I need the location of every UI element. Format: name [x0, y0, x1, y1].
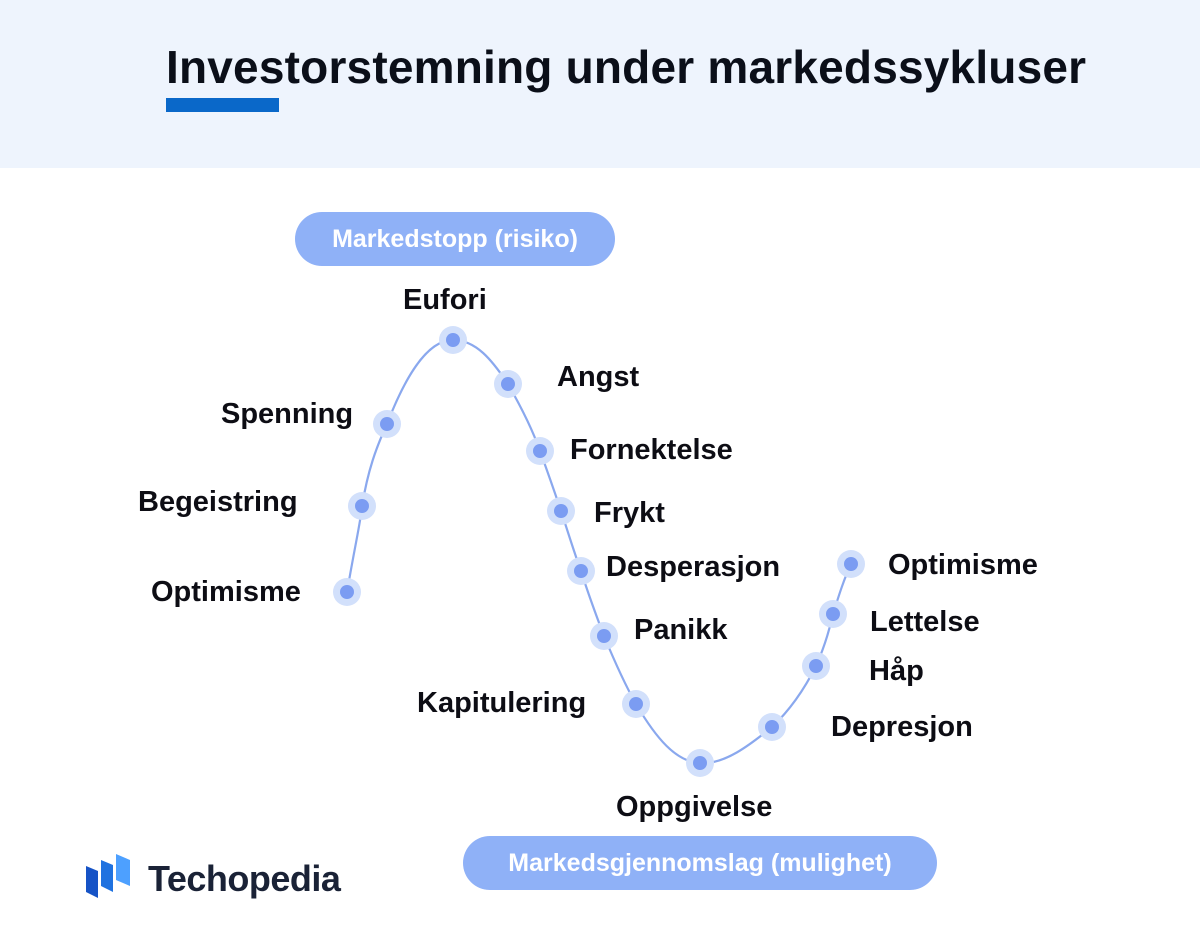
stage-marker-dot [446, 333, 460, 347]
stage-marker-dot [380, 417, 394, 431]
stage-marker-dot [501, 377, 515, 391]
stage-label-fornektelse: Fornektelse [570, 434, 733, 466]
stage-label-desperasjon: Desperasjon [606, 551, 781, 583]
stage-marker-dot [574, 564, 588, 578]
stage-label-eufori: Eufori [403, 284, 487, 316]
stage-label-frykt: Frykt [594, 497, 665, 529]
market-bottom-label: Markedsgjennomslag (mulighet) [463, 836, 937, 890]
stage-marker-dot [533, 444, 547, 458]
stage-label-spenning: Spenning [221, 398, 354, 430]
stage-label-kapitulering: Kapitulering [417, 687, 587, 719]
header-banner [0, 0, 1200, 168]
market-top-label: Markedstopp (risiko) [295, 212, 615, 266]
page-title: Investorstemning under markedssykluser [166, 41, 1087, 93]
stage-marker-dot [355, 499, 369, 513]
stage-marker-dot [597, 629, 611, 643]
stage-label-hap: Håp [869, 655, 924, 687]
stage-marker-dot [765, 720, 779, 734]
stage-label-optimisme-end: Optimisme [888, 549, 1038, 581]
stage-marker-dot [340, 585, 354, 599]
stage-marker-dot [809, 659, 823, 673]
stage-label-lettelse: Lettelse [870, 606, 980, 638]
stage-label-depresjon: Depresjon [831, 711, 973, 743]
stage-label-begeistring: Begeistring [138, 486, 298, 518]
stage-marker-dot [629, 697, 643, 711]
stage-label-oppgivelse: Oppgivelse [616, 791, 773, 823]
techopedia-logo-icon [86, 854, 130, 898]
stage-marker-dot [826, 607, 840, 621]
stage-label-panikk: Panikk [634, 614, 728, 646]
brand-name: Techopedia [148, 858, 341, 899]
title-underline [166, 98, 279, 112]
stage-label-optimisme-start: Optimisme [151, 576, 301, 608]
stage-markers [333, 326, 865, 777]
stage-marker-dot [844, 557, 858, 571]
stage-label-angst: Angst [557, 361, 640, 393]
stage-marker-dot [554, 504, 568, 518]
stage-marker-dot [693, 756, 707, 770]
